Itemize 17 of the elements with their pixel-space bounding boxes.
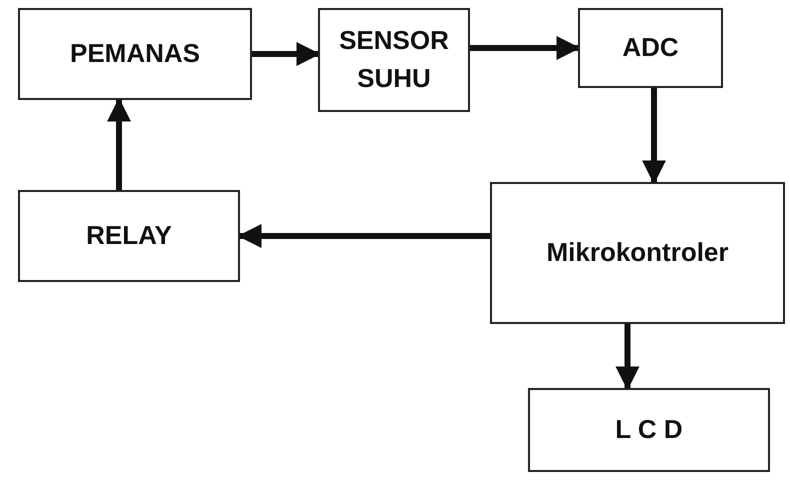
block-box [578,8,723,88]
arrow [470,36,580,60]
block-label: RELAY [86,219,172,252]
block-label: Mikrokontroler [546,236,729,270]
block-label: PEMANAS [70,37,200,70]
block-box [318,8,470,112]
block-label: L C D [615,413,683,446]
block-box [528,388,770,472]
block-box [490,182,785,324]
arrow [252,42,320,66]
arrow [642,88,666,184]
block-label: SENSOR SUHU [338,24,450,95]
arrow [107,98,131,190]
block-label: ADC [622,31,679,64]
block-box [18,8,252,100]
block-box [18,190,240,282]
arrow [616,324,640,390]
